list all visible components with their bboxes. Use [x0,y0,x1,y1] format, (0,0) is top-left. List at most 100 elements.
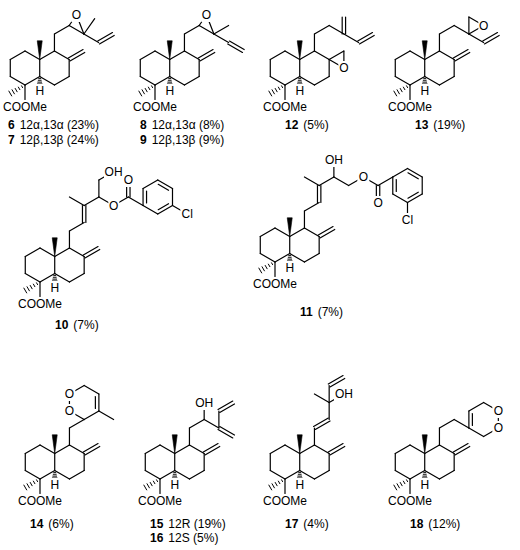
bond [69,231,70,248]
bond [298,476,302,477]
atom-label: H [164,84,175,98]
bond [99,35,114,44]
atom-label: H [284,261,295,275]
bond [298,82,302,83]
bond [484,35,499,44]
bond [145,471,160,480]
bond [218,401,233,410]
atom-label: H [294,84,305,98]
bond [272,90,274,94]
bond [319,177,334,186]
atom-label: O [358,170,369,184]
bond [314,418,329,427]
bond [270,471,285,480]
bond [53,279,57,280]
bond [455,52,470,61]
bond [214,34,229,43]
bond [472,414,473,426]
bond [25,51,40,60]
compound-number: 12 [285,119,298,131]
bond [160,445,175,454]
bond [55,248,70,257]
bond [155,51,170,60]
bond [142,189,143,206]
bond [142,90,144,94]
bond [27,484,29,488]
bond [139,91,142,96]
wedge-bond [287,218,292,237]
bond [468,17,469,34]
bond [22,86,23,88]
bond [270,60,271,77]
bond [53,474,56,475]
bond [199,60,200,77]
bond [469,428,484,437]
bond [394,485,397,490]
bond [55,445,70,454]
compound-number: 18 [410,518,423,530]
bond [314,428,315,445]
bond [453,50,468,59]
bond [54,454,55,471]
group-label: COOMe [252,277,298,291]
bond [25,257,26,274]
yield-label: (7%) [318,306,343,318]
bond [37,283,38,285]
bond [10,60,11,77]
bond [69,471,84,480]
bond [439,34,440,51]
compound-number: 10 [55,319,68,331]
bond [317,186,318,203]
bond [439,428,440,445]
wedge-bond [422,41,427,60]
bond [439,77,454,86]
bond [25,274,40,283]
group-label: COOMe [17,494,63,508]
bond [424,472,426,473]
bond [184,26,199,35]
bond [314,77,329,86]
bond [304,228,319,237]
bond [439,420,454,429]
bond [439,51,454,60]
yield-label: (19%) [433,119,465,131]
bond [148,87,149,90]
bond [329,51,344,60]
atom-label: O [123,173,134,187]
bond [54,77,69,86]
bond [272,263,273,265]
bond [98,394,99,411]
bond [300,51,315,60]
yield-label: 12β,13β (24%) [20,134,99,146]
bond [214,26,229,35]
bond [69,223,84,232]
bond [425,51,440,60]
group-label: COOMe [262,100,308,114]
group-label: COOMe [137,494,183,508]
bond [205,446,220,455]
bond [146,191,147,203]
bond [204,454,205,471]
bond [85,206,86,223]
bond [342,17,343,34]
atom-label: O [64,404,75,418]
group-label: COOMe [17,297,63,311]
bond [468,411,469,428]
bond [84,454,85,471]
bond [145,88,147,91]
bond [290,228,305,237]
bond [69,445,84,454]
bond [282,86,283,88]
bond [198,50,213,59]
bond [24,85,25,99]
group-label: COOMe [2,100,48,114]
group-label: COOMe [387,494,433,508]
bond [260,228,275,237]
bond [143,206,158,215]
bond [159,479,160,493]
bond [69,197,84,206]
bond [285,445,300,454]
bond [397,484,399,488]
bond [153,481,154,484]
bond [54,34,55,51]
